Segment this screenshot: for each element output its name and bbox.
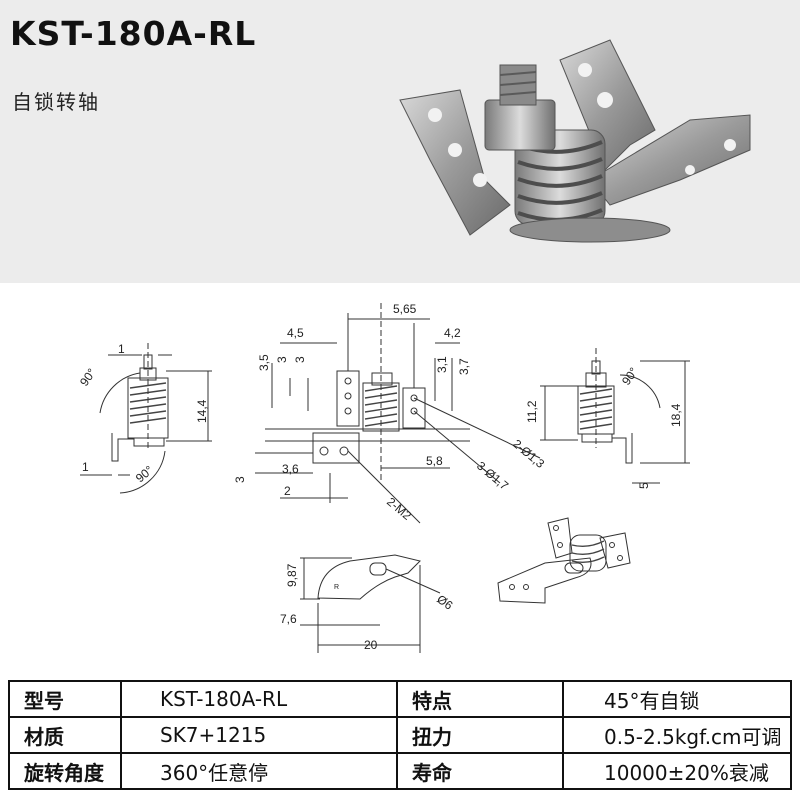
dim-left-2: 1 [82, 460, 89, 474]
spec-label: 扭力 [396, 716, 564, 754]
dim-front-v1: 3,5 [257, 354, 271, 371]
dim-front-v5: 3,7 [457, 358, 471, 375]
spec-value: 0.5-2.5kgf.cm可调 [562, 716, 792, 754]
right-view [540, 348, 690, 484]
dim-bottom-w1: 7,6 [280, 612, 297, 626]
dim-front-h4: 5,8 [426, 454, 443, 468]
table-row: 材质 SK7+1215 扭力 0.5-2.5kgf.cm可调 [8, 716, 792, 754]
dim-right-h1: 11,2 [525, 400, 539, 423]
spec-table: 型号 KST-180A-RL 特点 45°有自锁 材质 SK7+1215 扭力 … [8, 680, 792, 790]
dim-front-h1: 3 [233, 476, 247, 483]
left-view [80, 343, 212, 494]
dim-front-v3: 3 [293, 356, 307, 363]
dim-left-height: 14,4 [195, 399, 209, 423]
product-photo-area: KST-180A-RL 自锁转轴 [0, 0, 800, 283]
dim-front-hole-13: 2-Ø1,3 [510, 437, 547, 472]
spec-label: 型号 [8, 680, 122, 718]
dim-bottom-w2: 20 [364, 638, 378, 652]
spec-value: KST-180A-RL [120, 680, 398, 718]
dim-front-w1: 4,5 [287, 326, 304, 340]
bottom-mark: R [334, 584, 339, 591]
dim-front-hole-17: 3-Ø1,7 [474, 459, 511, 494]
dim-front-h3: 2 [284, 484, 291, 498]
spec-label: 材质 [8, 716, 122, 754]
iso-view [497, 517, 631, 604]
spec-value: SK7+1215 [120, 716, 398, 754]
table-row: 旋转角度 360°任意停 寿命 10000±20%衰减 [8, 752, 792, 790]
table-row: 型号 KST-180A-RL 特点 45°有自锁 [8, 680, 792, 718]
dim-front-v2: 3 [275, 356, 289, 363]
dim-left-angle-top: 90° [77, 366, 99, 389]
spec-value: 10000±20%衰减 [562, 752, 792, 790]
dim-front-h2: 3,6 [282, 462, 299, 476]
spec-value: 45°有自锁 [562, 680, 792, 718]
dim-right-angle: 90° [619, 365, 641, 388]
dim-front-v4: 3,1 [435, 356, 449, 373]
front-view [255, 303, 541, 524]
dim-left-1: 1 [118, 342, 125, 356]
dim-right-h3: 5 [637, 482, 651, 489]
dim-bottom-dia: Ø6 [434, 592, 455, 613]
dim-front-w2: 4,2 [444, 326, 461, 340]
dim-bottom-h: 9,87 [285, 563, 299, 587]
dim-left-angle-bottom: 90° [133, 463, 156, 486]
product-subtitle: 自锁转轴 [12, 90, 100, 114]
product-title: KST-180A-RL [10, 14, 257, 53]
hinge-photo [399, 39, 751, 243]
dim-front-m2: 2-M2 [384, 495, 414, 524]
dim-right-h2: 18,4 [669, 403, 683, 427]
spec-label: 旋转角度 [8, 752, 122, 790]
spec-label: 特点 [396, 680, 564, 718]
bottom-view [300, 554, 441, 653]
spec-value: 360°任意停 [120, 752, 398, 790]
dim-front-top: 5,65 [393, 302, 417, 316]
spec-label: 寿命 [396, 752, 564, 790]
technical-drawing: 1 90° 14,4 1 90° 5,65 4,5 4,2 3,5 3 3 3,… [77, 302, 690, 653]
